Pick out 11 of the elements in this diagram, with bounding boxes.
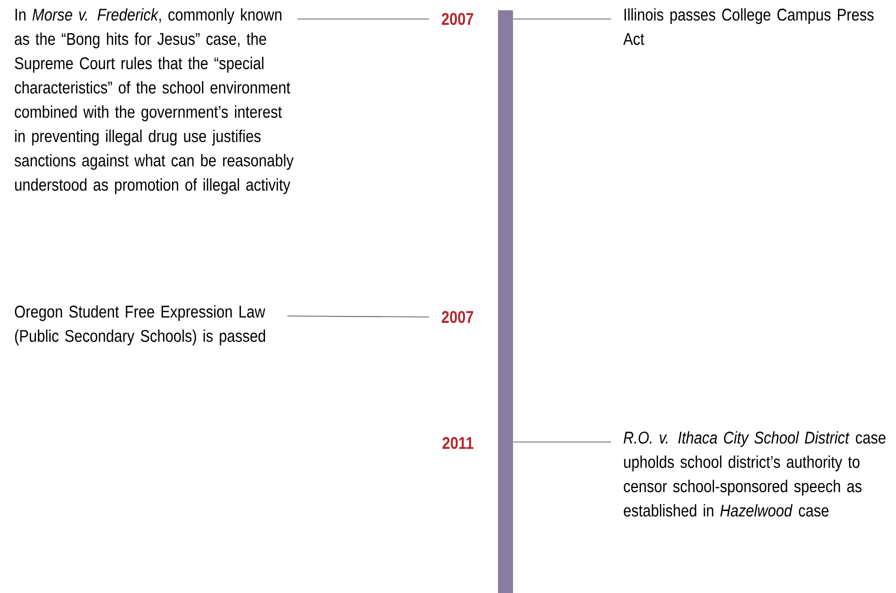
- event-text: Oregon Student Free Expression Law (Public Secondary Schools) is passed: [14, 305, 266, 346]
- event-text: Illinois passes College Campus Press Act: [623, 8, 874, 45]
- event-text: In Morse v. Frederick, commonly known as the “Bong hits for Jesus” case, the Supreme Court rules that the “special characteristics” of the school environment combined with the government’s interest in preventing illegal drug use justifies sanctions against what can be reasonably understood as promotion of illegal activity: [14, 8, 294, 194]
- leader-line: [297, 18, 430, 20]
- year-label: 2007: [442, 12, 474, 26]
- timeline-bar: [498, 10, 513, 593]
- year-label: 2007: [442, 310, 474, 324]
- event-text: R.O. v. Ithaca City School District case upholds school district’s authority to censor school-sponsored speech as established in Hazelwood case: [624, 431, 886, 517]
- leader-line: [287, 316, 430, 318]
- year-label: 2011: [442, 436, 474, 450]
- leader-line: [512, 18, 612, 20]
